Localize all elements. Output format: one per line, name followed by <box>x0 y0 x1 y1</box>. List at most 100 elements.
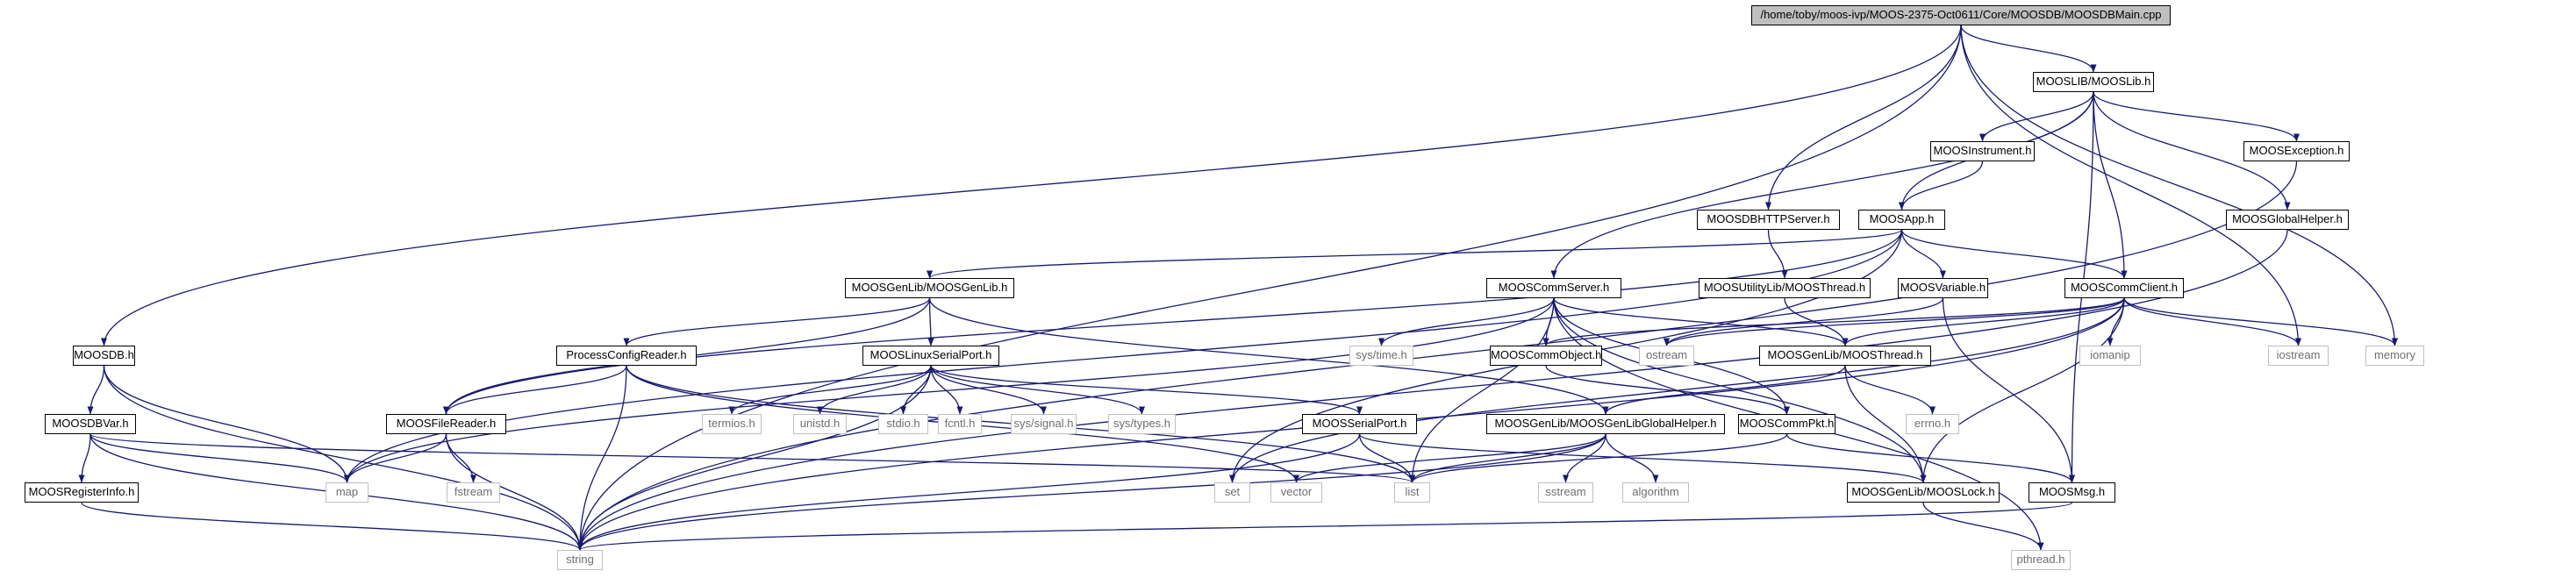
edge-moosdb-to-moosdbvar <box>87 365 105 415</box>
node-moosapp[interactable]: MOOSApp.h <box>1858 210 1945 230</box>
edge-moosgenthread-to-mooslock <box>1844 365 1927 483</box>
edge-mooscommclient-to-mooscommobject <box>1542 297 2125 346</box>
edge-mooscommclient-to-iostream <box>2123 297 2301 346</box>
node-set[interactable]: set <box>1214 482 1250 503</box>
edge-moosgenthread-to-errno <box>1844 365 1936 415</box>
edge-moosglobalhelpergen-to-sstream <box>1563 433 1606 483</box>
node-moosutilthread[interactable]: MOOSUtilityLib/MOOSThread.h <box>1699 278 1871 298</box>
node-mooscommclient[interactable]: MOOSCommClient.h <box>2064 278 2184 298</box>
edge-mooslinuxserial-to-syssignal <box>930 365 1047 415</box>
edge-moosregister-to-string <box>81 502 583 551</box>
node-vector[interactable]: vector <box>1270 482 1322 503</box>
node-syssignal[interactable]: sys/signal.h <box>1011 414 1077 434</box>
edge-moosserial-to-string <box>576 433 1361 551</box>
node-sstream[interactable]: sstream <box>1538 482 1593 503</box>
edge-root-to-memory <box>1960 25 2398 346</box>
node-list[interactable]: list <box>1394 482 1430 503</box>
node-ostream[interactable]: ostream <box>1639 346 1694 366</box>
edge-moosapp-to-moosgenlib <box>927 229 1903 279</box>
node-mooscommpkt[interactable]: MOOSCommPkt.h <box>1738 414 1835 434</box>
node-pthread[interactable]: pthread.h <box>2011 550 2071 570</box>
node-mooslib[interactable]: MOOSLIB/MOOSLib.h <box>2033 72 2154 92</box>
node-mooscommobject[interactable]: MOOSCommObject.h <box>1490 346 1602 366</box>
edge-moosdb-to-string <box>103 365 583 551</box>
edge-moosexception-to-string <box>576 161 2298 551</box>
edge-moosdb-to-map <box>103 365 350 483</box>
edge-mooslib-to-mooscommserver <box>1550 91 2094 279</box>
edge-processconfig-to-string <box>576 365 627 551</box>
edge-moosfilereader-to-map <box>344 433 447 483</box>
edge-mooscommpkt-to-moosmsg <box>1785 433 2075 483</box>
edge-mooscommserver-to-systime <box>1378 297 1555 346</box>
node-errno[interactable]: errno.h <box>1906 414 1959 434</box>
edge-moosapp-to-mooscommclient <box>1900 229 2128 279</box>
node-fcntl[interactable]: fcntl.h <box>938 414 982 434</box>
edge-mooslinuxserial-to-moosserial <box>930 365 1363 415</box>
node-systypes[interactable]: sys/types.h <box>1108 414 1176 434</box>
edge-mooslib-to-moosinstrument <box>1979 91 2094 142</box>
edge-moosgenthread-to-moosglobalhelpergen <box>1602 365 1846 415</box>
edge-root-to-mooslib <box>1960 25 2097 73</box>
node-systime[interactable]: sys/time.h <box>1349 346 1413 366</box>
edge-mooscommclient-to-mooslock <box>1920 297 2125 483</box>
edge-mooscommpkt-to-list <box>1409 433 1788 483</box>
edge-mooscommobject-to-mooscommpkt <box>1545 365 1790 415</box>
edge-moosdbvar-to-moosregister <box>78 433 91 483</box>
edge-moosinstrument-to-moosapp <box>1899 161 1984 211</box>
node-moosvariable[interactable]: MOOSVariable.h <box>1898 278 1988 298</box>
node-moosglobalhelpergen[interactable]: MOOSGenLib/MOOSGenLibGlobalHelper.h <box>1486 414 1725 434</box>
node-moosexception[interactable]: MOOSException.h <box>2243 141 2350 161</box>
edge-mooscommclient-to-set <box>1229 297 2125 483</box>
edge-moosglobalhelpergen-to-algorithm <box>1605 433 1659 483</box>
node-memory[interactable]: memory <box>2365 346 2424 366</box>
node-map[interactable]: map <box>326 482 369 503</box>
node-iostream[interactable]: iostream <box>2268 346 2329 366</box>
node-algorithm[interactable]: algorithm <box>1622 482 1689 503</box>
node-moosglobalhelper[interactable]: MOOSGlobalHelper.h <box>2226 210 2349 230</box>
edge-mooslinuxserial-to-systypes <box>930 365 1145 415</box>
node-moosdb[interactable]: MOOSDB.h <box>73 346 135 366</box>
node-moosgenthread[interactable]: MOOSGenLib/MOOSThread.h <box>1759 346 1931 366</box>
edge-mooscommclient-to-ostream <box>1664 297 2125 346</box>
edge-moosglobalhelpergen-to-vector <box>1293 433 1606 483</box>
edge-mooslib-to-moosglobalhelper <box>2093 91 2291 211</box>
node-moosinstrument[interactable]: MOOSInstrument.h <box>1930 141 2035 161</box>
edge-root-to-moosdbhttp <box>1765 25 1962 211</box>
edge-moosapp-to-moosfilereader <box>443 229 1903 415</box>
node-processconfig[interactable]: ProcessConfigReader.h <box>556 346 697 366</box>
edge-moosdbvar-to-list <box>89 433 1415 483</box>
edge-moosapp-to-moosvariable <box>1900 229 1946 279</box>
node-string[interactable]: string <box>557 550 603 570</box>
edge-moosserial-to-mooslock <box>1358 433 1927 483</box>
edge-moosgenlib-to-mooslinuxserial <box>927 297 934 346</box>
node-mooslinuxserial[interactable]: MOOSLinuxSerialPort.h <box>862 346 999 366</box>
edge-moosgenlib-to-moosglobalhelpergen <box>928 297 1609 415</box>
node-fstream[interactable]: fstream <box>447 482 500 503</box>
node-moosregister[interactable]: MOOSRegisterInfo.h <box>25 482 139 503</box>
node-root[interactable]: /home/toby/moos-ivp/MOOS-2375-Oct0611/Co… <box>1751 5 2171 25</box>
node-moosfilereader[interactable]: MOOSFileReader.h <box>386 414 506 434</box>
node-unistd[interactable]: unistd.h <box>793 414 847 434</box>
edge-mooslock-to-pthread <box>1922 502 2044 551</box>
edge-mooscommclient-to-moosgenthread <box>1842 297 2125 346</box>
node-stdio[interactable]: stdio.h <box>878 414 928 434</box>
edge-mooscommserver-to-list <box>1409 297 1555 483</box>
edge-mooslib-to-moosexception <box>2093 91 2300 142</box>
edge-processconfig-to-moosfilereader <box>443 365 627 415</box>
node-iomanip[interactable]: iomanip <box>2079 346 2141 366</box>
node-moosserial[interactable]: MOOSSerialPort.h <box>1302 414 1417 434</box>
node-moosdbhttp[interactable]: MOOSDBHTTPServer.h <box>1697 210 1840 230</box>
edge-root-to-iostream <box>1960 25 2301 346</box>
edge-mooslinuxserial-to-fcntl <box>930 365 963 415</box>
node-moosmsg[interactable]: MOOSMsg.h <box>2029 482 2115 503</box>
node-moosdbvar[interactable]: MOOSDBVar.h <box>45 414 136 434</box>
edge-moosgenlib-to-processconfig <box>623 297 931 346</box>
node-mooscommserver[interactable]: MOOSCommServer.h <box>1486 278 1621 298</box>
edge-moosmsg-to-string <box>577 502 2073 551</box>
edge-moosvariable-to-ostream <box>1664 297 1944 346</box>
edge-moosdbvar-to-map <box>89 433 350 483</box>
node-mooslock[interactable]: MOOSGenLib/MOOSLock.h <box>1847 482 2000 503</box>
node-moosgenlib[interactable]: MOOSGenLib/MOOSGenLib.h <box>845 278 1014 298</box>
node-termios[interactable]: termios.h <box>702 414 762 434</box>
